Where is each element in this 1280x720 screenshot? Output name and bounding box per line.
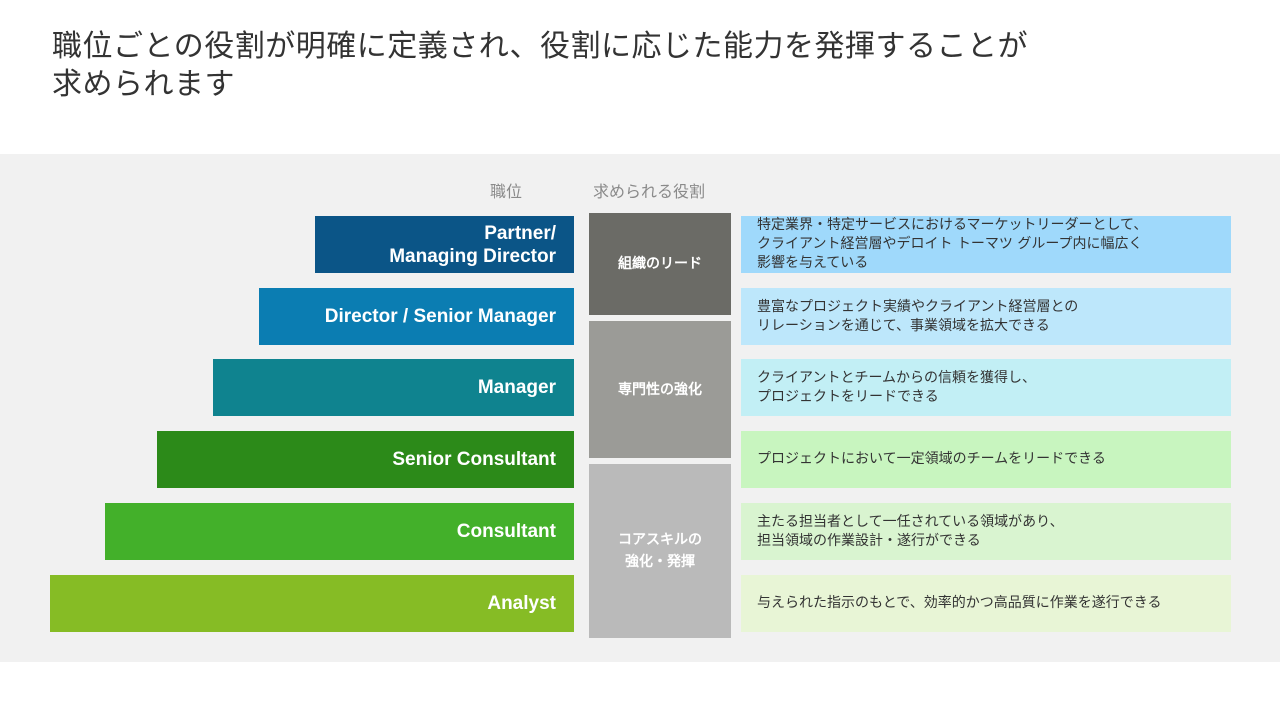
level-step-label: Partner/ Managing Director bbox=[389, 222, 556, 267]
role-column-header: 求められる役割 bbox=[593, 182, 706, 201]
level-step-label: Analyst bbox=[487, 593, 556, 614]
level-step-senior-consultant: Senior Consultant bbox=[157, 431, 574, 488]
level-description-partner: 特定業界・特定サービスにおけるマーケットリーダーとして、 クライアント経営層やデ… bbox=[741, 216, 1231, 273]
level-step-manager: Manager bbox=[213, 359, 574, 416]
level-description-analyst: 与えられた指示のもとで、効率的かつ高品質に作業を遂行できる bbox=[741, 575, 1231, 632]
role-block-core-skills: コアスキルの 強化・発揮 bbox=[589, 464, 731, 638]
level-description-director: 豊富なプロジェクト実績やクライアント経営層との リレーションを通じて、事業領域を… bbox=[741, 288, 1231, 345]
level-description-senior-consultant: プロジェクトにおいて一定領域のチームをリードできる bbox=[741, 431, 1231, 488]
page-title-line-2: 求められます bbox=[52, 67, 235, 102]
level-step-analyst: Analyst bbox=[50, 575, 574, 632]
level-step-label: Manager bbox=[477, 377, 556, 398]
level-step-partner: Partner/ Managing Director bbox=[315, 216, 574, 273]
role-block-expertise: 専門性の強化 bbox=[589, 321, 731, 458]
level-description-consultant: 主たる担当者として一任されている領域があり、 担当領域の作業設計・遂行ができる bbox=[741, 503, 1231, 560]
level-step-label: Director / Senior Manager bbox=[324, 306, 556, 327]
level-step-label: Senior Consultant bbox=[392, 449, 556, 470]
position-column-header: 職位 bbox=[490, 182, 523, 201]
role-block-organization-lead: 組織のリード bbox=[589, 213, 731, 315]
level-description-manager: クライアントとチームからの信頼を獲得し、 プロジェクトをリードできる bbox=[741, 359, 1231, 416]
page-title-line-1: 職位ごとの役割が明確に定義され、役割に応じた能力を発揮することが bbox=[52, 29, 1028, 64]
level-step-label: Consultant bbox=[456, 521, 556, 542]
page-title: 職位ごとの役割が明確に定義され、役割に応じた能力を発揮することが 求められます bbox=[52, 28, 1172, 104]
level-step-director: Director / Senior Manager bbox=[259, 288, 574, 345]
level-step-consultant: Consultant bbox=[105, 503, 574, 560]
